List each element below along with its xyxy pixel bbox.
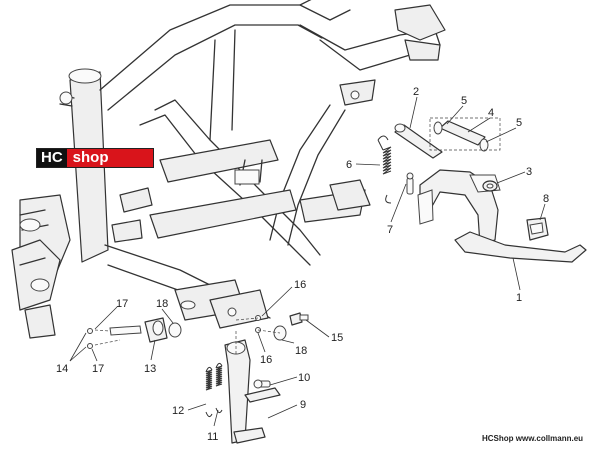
callout-18-left: 18 [156, 298, 168, 310]
callout-2: 2 [413, 86, 419, 98]
callout-labels: 1 2 3 4 5 5 6 7 8 9 10 11 12 13 14 15 16… [56, 86, 549, 443]
callout-6: 6 [346, 159, 352, 171]
callout-17-bottom: 17 [92, 363, 104, 375]
callout-5-right: 5 [516, 117, 522, 129]
callout-10: 10 [298, 372, 310, 384]
shaft-4 [429, 117, 501, 152]
centre-stand [417, 169, 587, 263]
logo-shop-text: shop [66, 149, 153, 167]
callout-16-top: 16 [294, 279, 306, 291]
side-stand-switch-13 [94, 317, 168, 346]
callout-7: 7 [387, 224, 393, 236]
leader-lines [69, 96, 546, 427]
callout-16-bottom: 16 [260, 354, 272, 366]
hcshop-logo: HC shop [36, 148, 154, 168]
callout-1: 1 [516, 292, 522, 304]
callout-17-top: 17 [116, 298, 128, 310]
callout-8: 8 [543, 193, 549, 205]
callout-14: 14 [56, 363, 68, 375]
callout-9: 9 [300, 399, 306, 411]
callout-12: 12 [172, 405, 184, 417]
washers-16 [235, 315, 281, 334]
logo-hc-text: HC [37, 149, 67, 167]
callout-13: 13 [144, 363, 156, 375]
pin-7 [406, 172, 414, 195]
callout-18-right: 18 [295, 345, 307, 357]
bolt-10 [253, 379, 271, 389]
callout-5-top: 5 [461, 95, 467, 107]
nut-3 [482, 180, 498, 192]
springs-11-12 [205, 362, 223, 418]
callout-15: 15 [331, 332, 343, 344]
screws-17 [87, 328, 93, 349]
callout-3: 3 [526, 166, 532, 178]
callout-11: 11 [207, 431, 218, 443]
callout-4: 4 [488, 107, 494, 119]
side-stand [224, 330, 281, 444]
scooter-frame [11, 0, 446, 339]
bumper-8 [526, 217, 549, 241]
bolt-15 [289, 312, 309, 326]
spring-6 [377, 135, 392, 204]
footer-credit: HCShop www.collmann.eu [482, 434, 584, 443]
o-ring-18-left [168, 322, 182, 338]
